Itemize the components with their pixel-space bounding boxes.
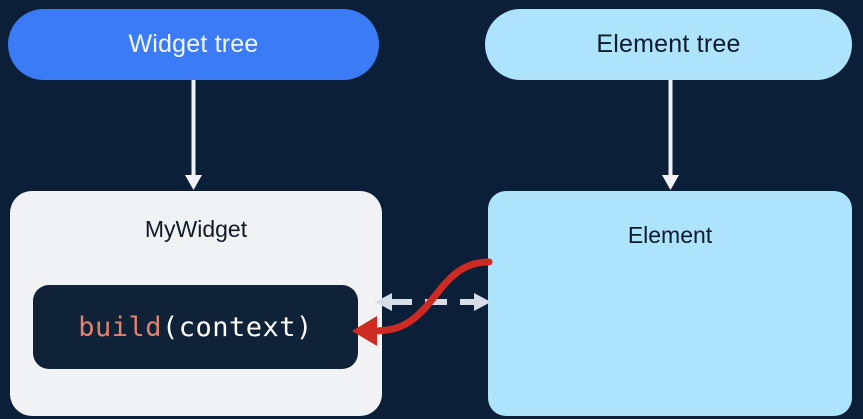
element-tree-node: Element tree [485, 9, 852, 80]
build-code-line: build(context) [78, 312, 313, 343]
element-label: Element [627, 222, 713, 248]
mywidget-label: MyWidget [144, 216, 248, 242]
build-function-name: build [78, 311, 162, 343]
widget-tree-label: Widget tree [128, 30, 259, 58]
down-arrow-right-icon [662, 80, 679, 190]
down-arrow-left-icon [185, 80, 202, 190]
element-node: Element [488, 191, 852, 416]
mywidget-node: MyWidget build(context) [10, 191, 382, 416]
element-tree-label: Element tree [596, 30, 741, 58]
build-arguments: (context) [161, 311, 313, 343]
widget-tree-node: Widget tree [8, 9, 379, 80]
dashed-double-arrow-icon [375, 293, 491, 311]
build-code-block: build(context) [33, 285, 358, 369]
